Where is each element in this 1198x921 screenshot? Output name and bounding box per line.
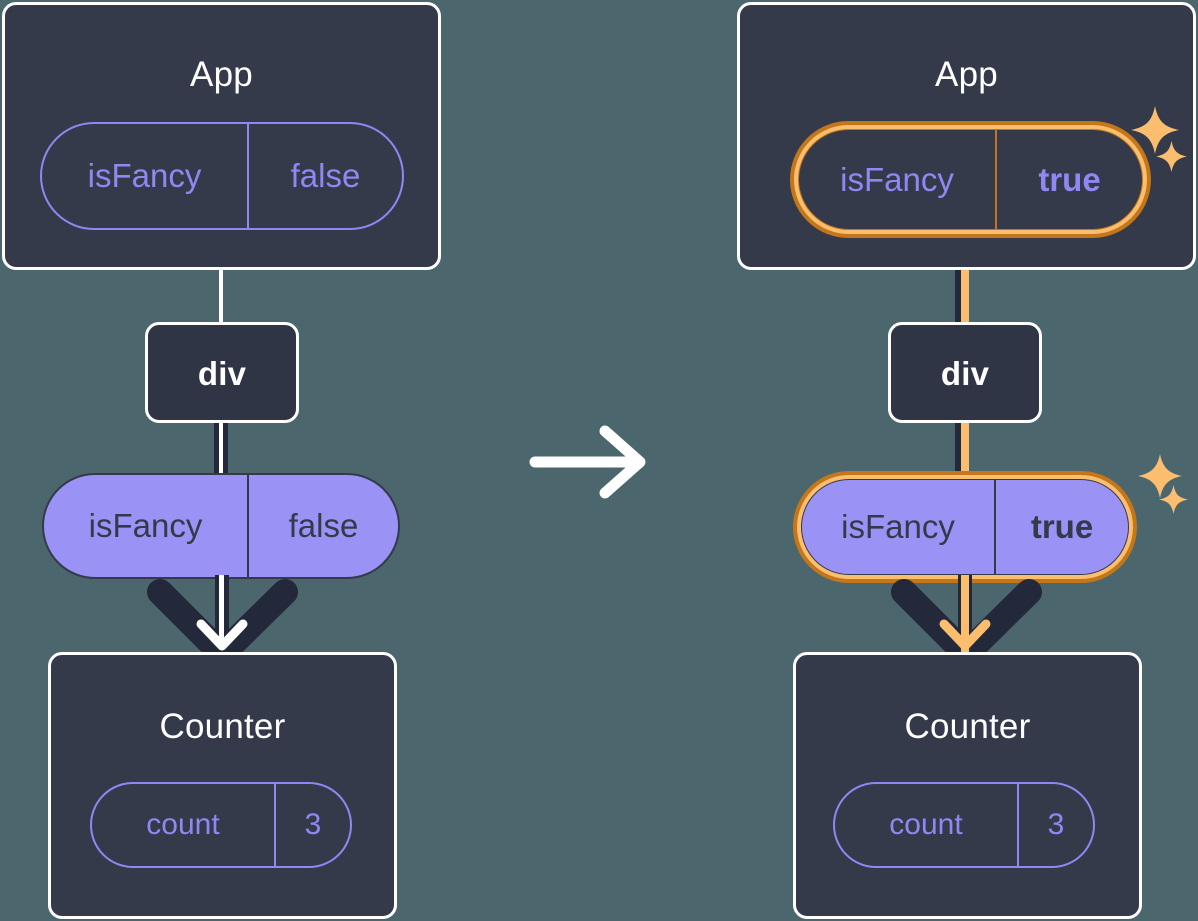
counter-title-after: Counter	[904, 707, 1031, 746]
div-panel-before: div	[145, 322, 299, 423]
pill-divider	[247, 124, 249, 228]
sparkle-icon	[1155, 140, 1188, 173]
prop-to-counter-arrowhead-before	[196, 619, 248, 651]
counter-title-before: Counter	[159, 707, 286, 746]
prop-key-before: isFancy	[88, 507, 203, 544]
div-label-after: div	[940, 355, 990, 392]
sparkle-icon	[1158, 484, 1189, 515]
counter-state-pill-before[interactable]: count 3	[90, 782, 352, 868]
pill-divider	[994, 480, 996, 574]
sparkle-icon	[1136, 452, 1184, 500]
transition-arrow-icon	[529, 425, 646, 499]
prop-pill-after[interactable]: isFancy true	[800, 478, 1130, 576]
counter-state-key-after: count	[889, 808, 963, 841]
app-state-key-after: isFancy	[840, 160, 954, 198]
app-title-after: App	[935, 55, 998, 94]
connector-prop-to-counter-after	[961, 575, 969, 652]
counter-state-value-before: 3	[304, 808, 322, 841]
counter-state-key-before: count	[146, 808, 220, 841]
connector-div-to-prop-after	[961, 421, 969, 479]
app-state-pill-after[interactable]: isFancy true	[797, 128, 1144, 231]
prop-value-after: true	[1030, 508, 1094, 545]
sparkle-icon	[1129, 104, 1181, 156]
app-state-pill-before[interactable]: isFancy false	[40, 122, 404, 230]
prop-pill-before[interactable]: isFancy false	[42, 473, 400, 579]
counter-state-value-after: 3	[1047, 808, 1065, 841]
app-state-key-before: isFancy	[87, 157, 202, 194]
pill-divider	[247, 475, 249, 577]
pill-divider	[995, 130, 997, 229]
connector-div-to-prop-before-core	[219, 421, 223, 477]
app-state-value-after: true	[1038, 160, 1101, 198]
app-state-value-before: false	[290, 157, 361, 194]
div-panel-after: div	[888, 322, 1042, 423]
connector-app-to-div-before	[219, 268, 223, 324]
prop-value-before: false	[288, 507, 359, 544]
connector-prop-to-counter-before-core	[219, 575, 224, 647]
prop-key-after: isFancy	[841, 508, 955, 545]
div-label-before: div	[197, 355, 247, 392]
prop-to-counter-arrowhead-after	[939, 619, 991, 651]
app-title-before: App	[190, 55, 253, 94]
counter-state-pill-after[interactable]: count 3	[833, 782, 1095, 868]
pill-divider	[274, 784, 276, 866]
pill-divider	[1017, 784, 1019, 866]
